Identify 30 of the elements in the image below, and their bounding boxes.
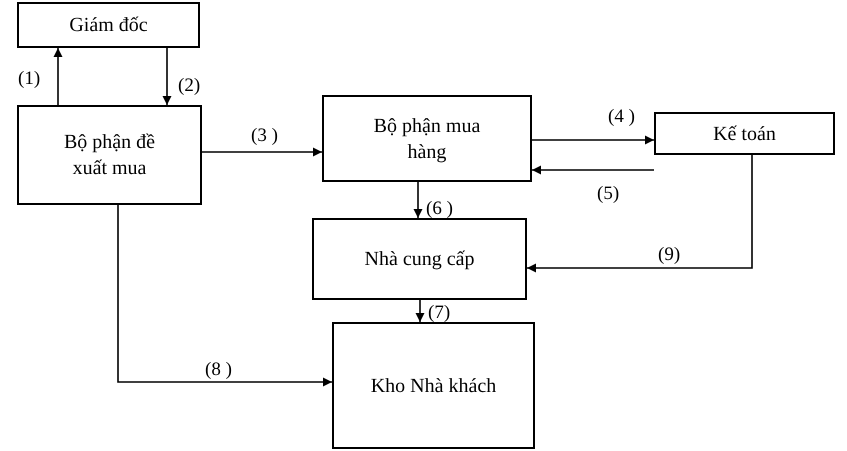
edge-label: (2) (178, 76, 200, 95)
edge-label: (5) (597, 184, 620, 203)
arrow (416, 300, 424, 322)
arrow (162, 48, 172, 105)
edge-label: (1) (18, 69, 40, 88)
arrow (54, 48, 62, 105)
node-label: Nhà cung cấp (364, 247, 476, 272)
manager-box (17, 2, 200, 48)
supplier-box (312, 218, 527, 300)
edge-label: (6 ) (426, 199, 453, 218)
edge-label: (8 ) (205, 360, 232, 379)
accounting-box (654, 112, 835, 155)
edge-label: (3 ) (251, 126, 278, 145)
arrow (117, 205, 332, 386)
arrow (532, 136, 654, 144)
edge-label: (7) (428, 303, 450, 322)
arrow (414, 182, 422, 218)
arrow (527, 155, 753, 272)
node-label: Giám đốc (68, 13, 149, 38)
node-label: Bộ phận mua hàng (372, 114, 482, 164)
node-label: Bộ phận đề xuất mua (62, 130, 156, 181)
edge-label: (9) (658, 245, 680, 264)
edge-label: (4 ) (608, 107, 635, 126)
arrow (532, 166, 654, 174)
arrow (202, 148, 322, 156)
node-label: Kế toán (712, 122, 777, 146)
department-box (17, 105, 202, 205)
node-label: Kho Nhà khách (370, 374, 498, 398)
purchasing-box (322, 95, 532, 182)
warehouse-box (332, 322, 535, 449)
